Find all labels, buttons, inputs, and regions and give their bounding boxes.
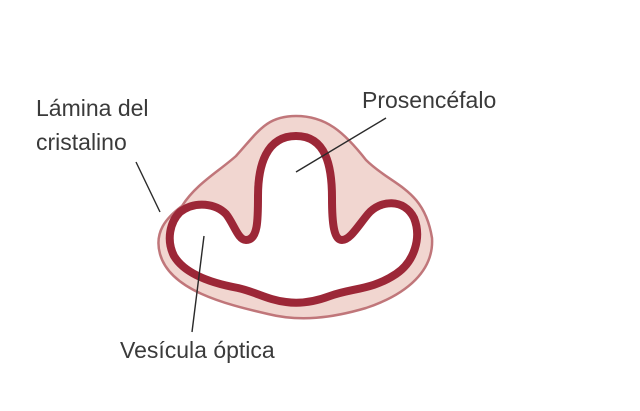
- label-prosencefalo: Prosencéfalo: [362, 87, 496, 113]
- leader-line-lamina: [135, 161, 161, 213]
- leader-line-vesicula: [191, 235, 205, 333]
- leader-line-prosencefalo: [295, 117, 387, 173]
- label-lamina-line2: cristalino: [36, 129, 127, 155]
- label-lamina-line1: Lámina del: [36, 95, 149, 121]
- label-vesicula-optica: Vesícula óptica: [120, 337, 275, 363]
- neural-wall: [165, 132, 422, 307]
